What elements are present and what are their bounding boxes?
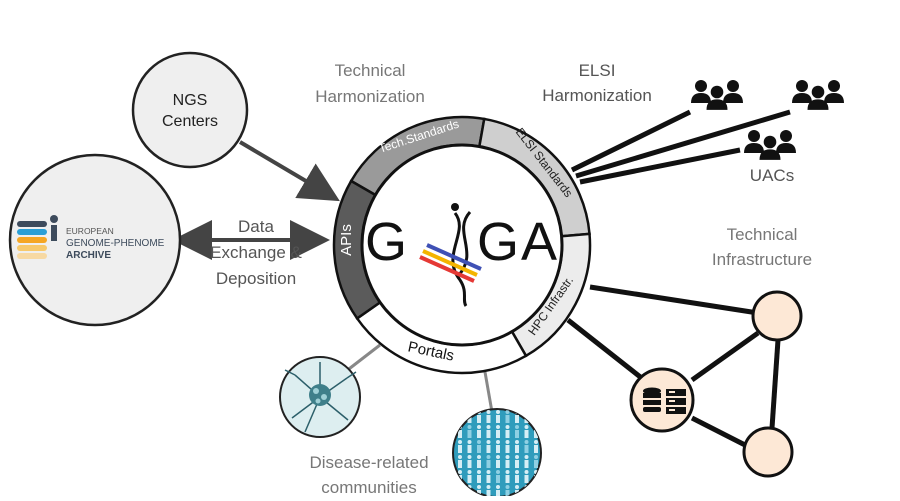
svg-text:Technical: Technical bbox=[335, 61, 406, 80]
disease-communities-label: Disease-related communities bbox=[309, 453, 428, 497]
community-neuron-node[interactable] bbox=[279, 356, 361, 438]
uac-groups bbox=[691, 80, 844, 160]
svg-text:Harmonization: Harmonization bbox=[542, 86, 652, 105]
svg-text:Data: Data bbox=[238, 217, 274, 236]
technical-infrastructure-label: Technical Infrastructure bbox=[712, 225, 812, 269]
svg-text:Infrastructure: Infrastructure bbox=[712, 250, 812, 269]
svg-text:Deposition: Deposition bbox=[216, 269, 296, 288]
database-icon bbox=[643, 387, 661, 412]
technical-harmonization-label: Technical Harmonization bbox=[315, 61, 425, 106]
svg-text:ELSI: ELSI bbox=[579, 61, 616, 80]
infra-edge-2 bbox=[690, 415, 747, 448]
hub-inner-circle bbox=[360, 143, 564, 347]
infra-edge-3 bbox=[769, 339, 781, 429]
ngs-to-hub-arrow bbox=[238, 140, 340, 202]
community-population-node[interactable] bbox=[452, 408, 542, 498]
uacs-label: UACs bbox=[750, 166, 794, 185]
elsi-harmonization-label: ELSI Harmonization bbox=[542, 61, 652, 105]
ega-node[interactable]: EUROPEAN GENOME-PHENOME ARCHIVE bbox=[8, 153, 182, 327]
ngs-centers-node[interactable]: NGS Centers bbox=[131, 51, 249, 169]
ega-text-line3: ARCHIVE bbox=[66, 250, 111, 261]
people-group-icon bbox=[744, 130, 796, 160]
uac-line-1 bbox=[570, 109, 692, 173]
infra-line-server bbox=[566, 318, 650, 385]
community-line-2 bbox=[483, 371, 494, 413]
community-line-1 bbox=[344, 343, 381, 374]
dna-helix-icon bbox=[419, 203, 482, 307]
infra-node-top[interactable] bbox=[751, 290, 803, 342]
svg-text:G GA: G GA bbox=[365, 212, 559, 272]
ga4gh-logo: G GA bbox=[365, 203, 559, 307]
svg-text:Exchange &: Exchange & bbox=[210, 243, 302, 262]
data-exchange-label: Data Exchange & Deposition bbox=[210, 217, 302, 288]
ega-text-line1: EUROPEAN bbox=[66, 226, 114, 236]
infra-line-top bbox=[589, 284, 759, 316]
ega-logo-icon bbox=[17, 215, 58, 259]
people-group-icon bbox=[792, 80, 844, 110]
uac-line-2 bbox=[575, 109, 791, 179]
connectors bbox=[172, 109, 791, 448]
svg-text:Technical: Technical bbox=[727, 225, 798, 244]
people-group-icon bbox=[691, 80, 743, 110]
infra-server-node[interactable] bbox=[629, 367, 695, 433]
ngs-label-line2: Centers bbox=[162, 113, 218, 130]
infra-node-bottom[interactable] bbox=[742, 426, 794, 478]
ega-text-line2: GENOME-PHENOME bbox=[66, 238, 165, 249]
svg-text:communities: communities bbox=[321, 478, 416, 496]
segment-apis: APIs bbox=[338, 224, 355, 256]
neuron-icon bbox=[284, 362, 357, 433]
ngs-label-line1: NGS bbox=[173, 92, 208, 109]
svg-text:Disease-related: Disease-related bbox=[309, 453, 428, 472]
ga4gh-hub[interactable]: G GA Tech.Standards ELSI Standards HPC I… bbox=[332, 115, 592, 375]
server-rack-icon bbox=[666, 389, 686, 414]
uac-line-3 bbox=[579, 147, 741, 185]
svg-text:Harmonization: Harmonization bbox=[315, 87, 425, 106]
infra-edge-1 bbox=[690, 330, 760, 383]
